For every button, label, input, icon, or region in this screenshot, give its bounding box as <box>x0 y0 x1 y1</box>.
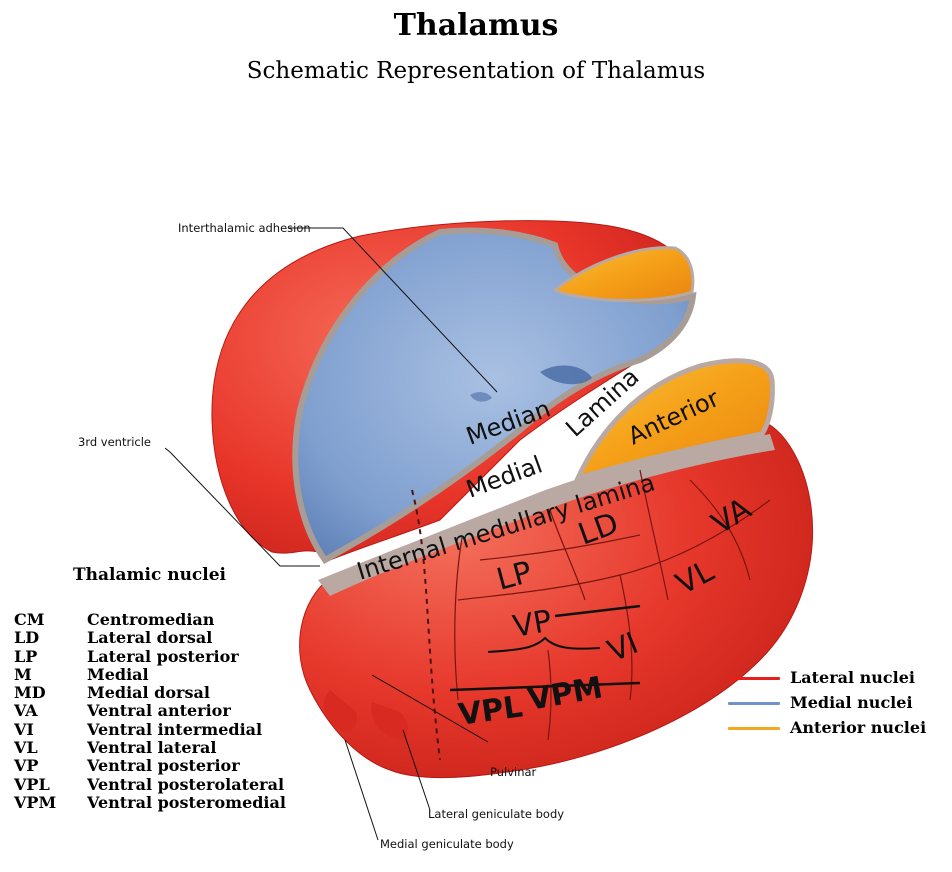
nucleus-code: VA <box>14 702 87 720</box>
thalamic-nuclei-heading: Thalamic nuclei <box>73 565 226 585</box>
nucleus-name: Ventral intermedial <box>87 720 262 739</box>
nucleus-code: VP <box>14 757 87 775</box>
label-third-ventricle: 3rd ventricle <box>78 435 151 449</box>
nucleus-name: Medial dorsal <box>87 683 210 702</box>
nucleus-code: LP <box>14 648 87 666</box>
label-interthalamic-adhesion: Interthalamic adhesion <box>178 221 311 235</box>
nucleus-name: Ventral posteromedial <box>87 793 286 812</box>
nucleus-code: VL <box>14 739 87 757</box>
nucleus-name: Lateral dorsal <box>87 628 212 647</box>
legend-label: Medial nuclei <box>790 693 913 712</box>
legend-item-lateral: Lateral nuclei <box>728 665 926 690</box>
legend-label: Lateral nuclei <box>790 668 915 687</box>
nucleus-code: M <box>14 666 87 684</box>
label-vp: VP <box>510 604 554 645</box>
nucleus-code: VPM <box>14 794 87 812</box>
legend-item-medial: Medial nuclei <box>728 690 926 715</box>
label-pulvinar: Pulvinar <box>490 765 537 779</box>
nucleus-name: Ventral posterior <box>87 756 240 775</box>
legend-item-anterior: Anterior nuclei <box>728 715 926 740</box>
nucleus-name: Centromedian <box>87 610 214 629</box>
nucleus-code: LD <box>14 629 87 647</box>
nucleus-code: VPL <box>14 776 87 794</box>
nucleus-code: VI <box>14 721 87 739</box>
legend: Lateral nuclei Medial nuclei Anterior nu… <box>728 665 926 740</box>
legend-label: Anterior nuclei <box>790 718 926 737</box>
label-lateral-geniculate-body: Lateral geniculate body <box>428 807 564 821</box>
nucleus-name: Lateral posterior <box>87 647 239 666</box>
nucleus-code: MD <box>14 684 87 702</box>
legend-swatch <box>728 727 780 730</box>
nucleus-name: Ventral lateral <box>87 738 216 757</box>
nucleus-name: Ventral anterior <box>87 701 231 720</box>
legend-swatch <box>728 677 780 680</box>
label-medial-geniculate-body: Medial geniculate body <box>380 837 514 851</box>
nucleus-code: CM <box>14 611 87 629</box>
nucleus-name: Medial <box>87 665 149 684</box>
nucleus-name: Ventral posterolateral <box>87 775 284 794</box>
legend-swatch <box>728 702 780 705</box>
